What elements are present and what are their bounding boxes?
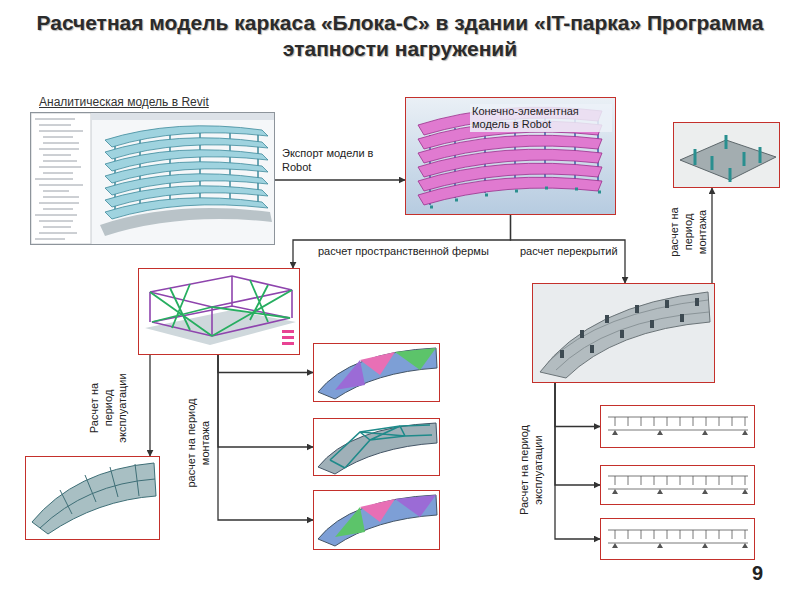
image-frame — [673, 122, 780, 188]
edge-label: Расчет на период эксплуатации — [516, 413, 544, 528]
edge-label-box: Расчет на период эксплуатации — [87, 368, 129, 448]
edge-label-box: расчет перекрытий — [520, 244, 618, 258]
connector-arrow — [149, 355, 150, 456]
beam-ground — [600, 405, 755, 448]
truss-diagonals — [150, 280, 292, 336]
beam-supports — [612, 430, 748, 435]
image-frame — [313, 490, 440, 550]
connector-arrow — [511, 215, 626, 283]
connector-arrow — [218, 355, 313, 520]
edge-label: Расчет на период эксплуатации — [87, 368, 129, 448]
slide-title-box: Расчетная модель каркаса «Блока-С» в зда… — [30, 10, 770, 62]
operation-slab — [32, 463, 156, 534]
image-frame — [600, 465, 755, 505]
stage-patch — [360, 499, 395, 522]
truss-chords — [150, 276, 292, 336]
truss-ground — [138, 268, 300, 355]
stage-patch — [360, 352, 395, 375]
stage-patch — [395, 495, 436, 517]
operation-ground — [25, 456, 160, 540]
revit-tree-panel — [31, 113, 91, 244]
beam-load — [608, 417, 748, 430]
edge-label: расчет пространственной фермы — [318, 244, 489, 258]
connector-arrow — [218, 355, 313, 373]
robot-supports — [430, 188, 601, 207]
revit-toolbar — [91, 113, 274, 120]
connector-arrow — [555, 383, 600, 539]
operation-grid — [40, 464, 155, 528]
edge-label-box: расчет на период монтажа — [667, 192, 709, 272]
beam-supports — [612, 543, 748, 548]
beam-supports — [612, 489, 748, 494]
image-frame: Конечно-элементная модель в Robot — [405, 97, 616, 215]
beam-ground — [600, 518, 755, 560]
edge-label: Экспорт модели в Robot — [282, 146, 374, 174]
stage-slab — [318, 348, 437, 399]
truss-legend-mark — [282, 336, 294, 339]
beam-ground — [600, 465, 755, 505]
image-frame — [313, 343, 440, 402]
connector-arrow — [555, 383, 600, 485]
connector-arrow — [711, 188, 712, 283]
frame-caption: Конечно-элементная модель в Robot — [470, 104, 612, 132]
image-frame — [532, 283, 715, 383]
image-frame: Аналитическая модель в Revit — [30, 112, 275, 245]
erection-ground — [673, 122, 780, 188]
slab-plan — [540, 292, 710, 378]
connector-arrow — [555, 383, 600, 427]
edge-label: расчет на период монтажа — [667, 192, 709, 272]
edge-label-box: расчет на период монтажа — [184, 393, 212, 493]
stage-patch — [395, 348, 436, 370]
image-frame — [600, 518, 755, 560]
connector-arrow — [275, 179, 405, 180]
image-frame — [138, 268, 300, 355]
page-number-box: 9 — [752, 562, 763, 584]
image-frame — [313, 418, 440, 476]
slide-title: Расчетная модель каркаса «Блока-С» в зда… — [30, 10, 770, 62]
slab-columns — [560, 298, 699, 358]
edge-label: расчет на период монтажа — [184, 393, 212, 493]
beam-load — [608, 530, 748, 543]
revit-tree-lines — [35, 119, 83, 239]
stage-ground — [313, 343, 440, 402]
edge-label: расчет перекрытий — [520, 244, 618, 258]
stage-ground — [313, 490, 440, 550]
slab-ground — [532, 283, 715, 383]
truss-legend-mark — [282, 330, 294, 333]
stage-patch — [335, 507, 365, 537]
revit-floors — [105, 126, 268, 219]
frame-heading: Аналитическая модель в Revit — [39, 95, 209, 109]
connector-arrow — [218, 355, 313, 447]
stage-slab — [318, 423, 437, 474]
connector-arrow — [293, 215, 511, 268]
beam-load — [608, 476, 748, 489]
edge-label-box: Экспорт модели в Robot — [282, 146, 374, 174]
revit-ground — [30, 112, 275, 245]
robot-ground — [405, 97, 615, 215]
page-number: 9 — [752, 562, 763, 584]
edge-label-box: Расчет на период эксплуатации — [516, 413, 544, 528]
stage-ground — [313, 418, 440, 476]
image-frame — [25, 456, 160, 540]
stage-slab — [318, 495, 437, 546]
stage-patch — [335, 360, 365, 390]
stage-truss — [330, 425, 432, 468]
erection-columns — [695, 135, 760, 182]
image-frame — [600, 405, 755, 448]
edge-label-box: расчет пространственной фермы — [318, 244, 489, 258]
truss-legend-mark — [282, 342, 294, 345]
slab-grid — [548, 300, 709, 370]
